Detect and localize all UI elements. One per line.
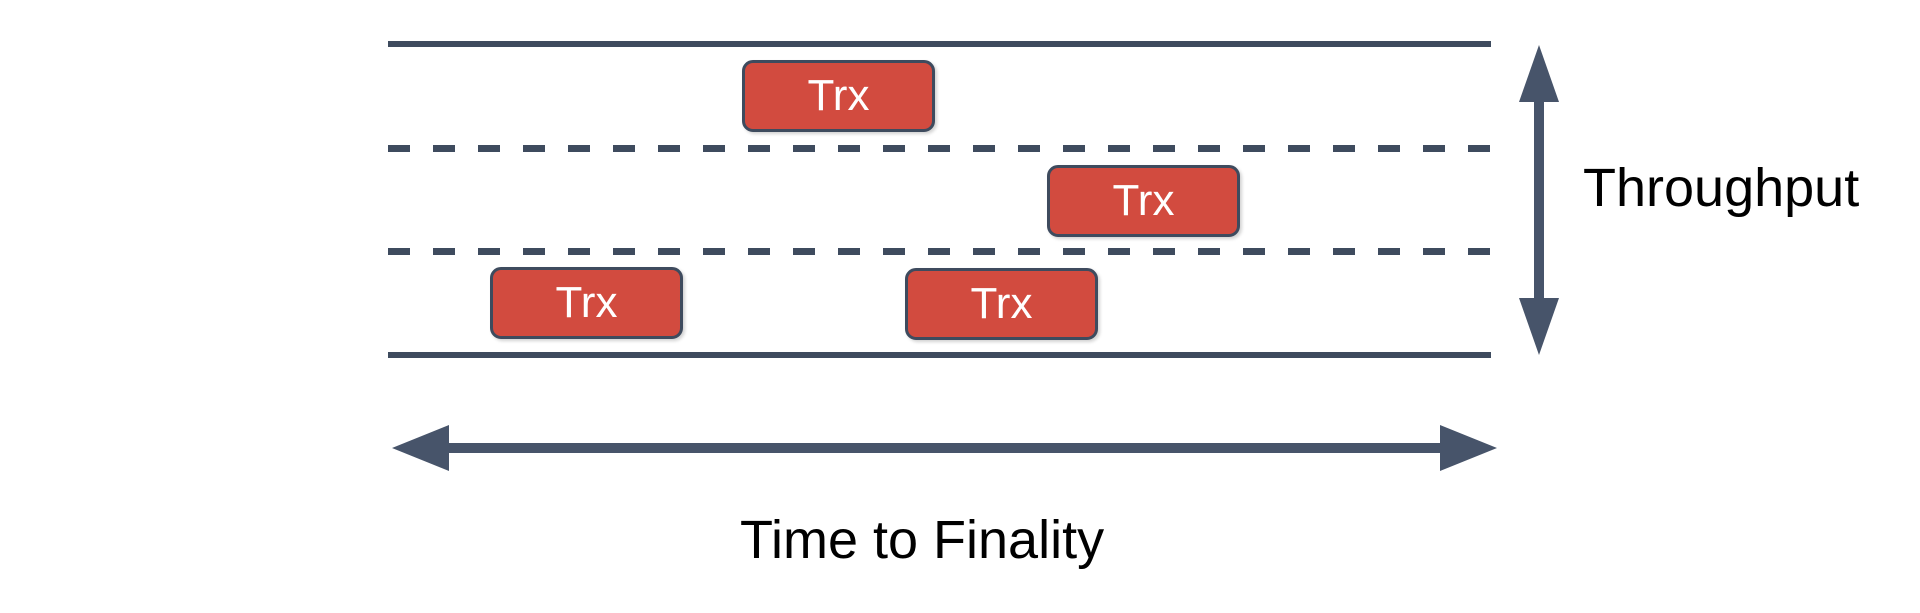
trx-box-lane3-right: Trx (905, 268, 1098, 340)
trx-box-label: Trx (970, 279, 1033, 328)
arrowhead-right-icon (1440, 425, 1497, 471)
trx-box-lane2: Trx (1047, 165, 1240, 237)
lane-boundary-top-line (388, 41, 1491, 47)
time-to-finality-arrow-shaft (443, 443, 1446, 453)
time-to-finality-label: Time to Finality (740, 510, 1105, 570)
arrowhead-down-icon (1519, 298, 1559, 355)
arrowhead-up-icon (1519, 45, 1559, 102)
trx-box-label: Trx (1112, 176, 1175, 225)
throughput-label: Throughput (1583, 158, 1860, 218)
lane-divider-dashed-line-1 (388, 145, 1491, 152)
trx-box-lane1: Trx (742, 60, 935, 132)
lane-boundary-bottom-line (388, 352, 1491, 358)
trx-box-label: Trx (807, 71, 870, 120)
arrowhead-left-icon (392, 425, 449, 471)
lane-divider-dashed-line-2 (388, 248, 1491, 255)
throughput-arrow-shaft (1534, 96, 1544, 304)
trx-box-label: Trx (555, 278, 618, 327)
trx-box-lane3-left: Trx (490, 267, 683, 339)
